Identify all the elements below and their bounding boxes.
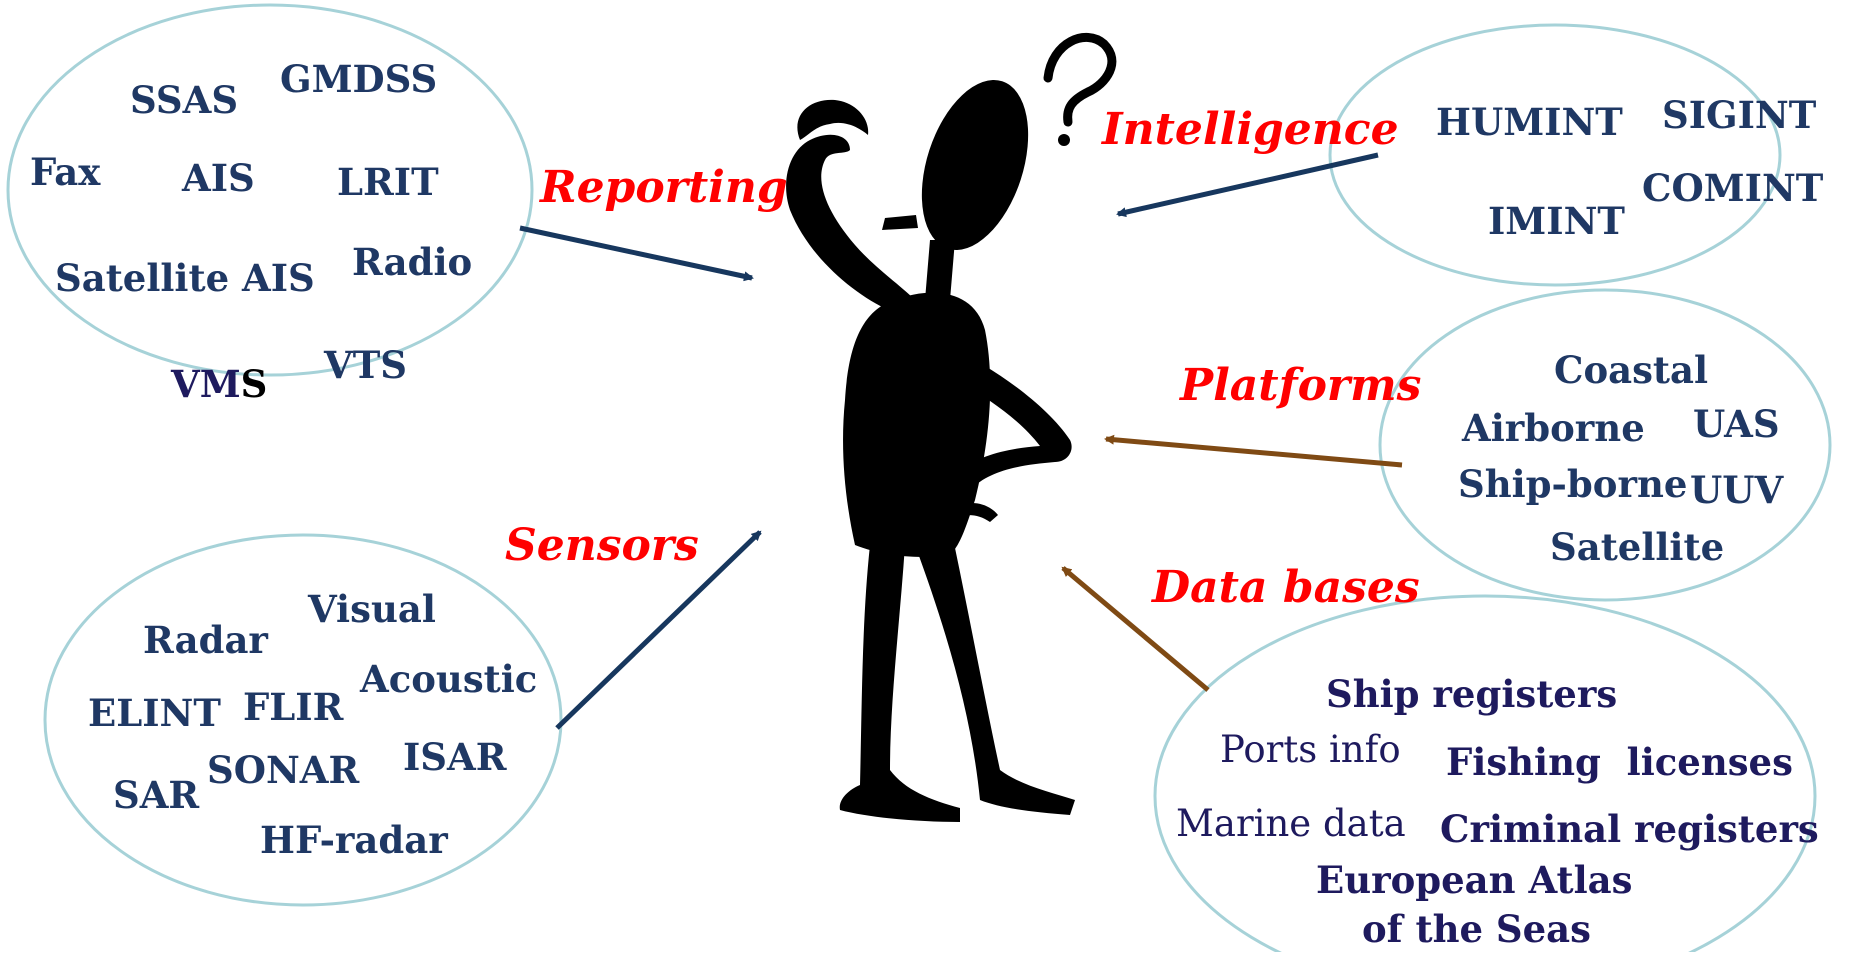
item-vms-s: S — [241, 362, 268, 406]
item-satellite: Satellite — [1550, 525, 1724, 569]
item-ship-registers: Ship registers — [1326, 672, 1617, 716]
item-uas: UAS — [1693, 402, 1780, 446]
question-mark-icon — [1043, 32, 1117, 146]
item-humint: HUMINT — [1436, 100, 1623, 144]
figure-body — [843, 292, 991, 557]
item-fax: Fax — [30, 150, 101, 194]
item-sonar: SONAR — [207, 748, 359, 792]
platforms-arrow — [1104, 434, 1403, 468]
item-shipborne: Ship-borne — [1458, 462, 1687, 506]
item-ais: AIS — [181, 156, 255, 200]
item-radar: Radar — [143, 618, 268, 662]
item-fishing-licenses: Fishing licenses — [1446, 740, 1793, 784]
item-coastal: Coastal — [1554, 348, 1708, 392]
platforms-bubble — [1378, 288, 1832, 602]
item-flir: FLIR — [243, 685, 344, 729]
item-comint: COMINT — [1642, 166, 1824, 210]
item-atlas-line2: of the Seas — [1362, 907, 1591, 951]
category-platforms: Platforms — [1178, 360, 1421, 411]
item-isar: ISAR — [403, 735, 507, 779]
item-criminal-registers: Criminal registers — [1440, 807, 1819, 851]
item-sar: SAR — [113, 773, 199, 817]
item-gmdss: GMDSS — [280, 57, 437, 101]
item-hf-radar: HF-radar — [260, 818, 448, 862]
item-uuv: UUV — [1690, 468, 1785, 512]
databases-arrow — [1061, 566, 1210, 692]
item-imint: IMINT — [1488, 199, 1625, 243]
category-intelligence: Intelligence — [1100, 104, 1399, 155]
category-reporting: Reporting — [538, 162, 788, 213]
item-elint: ELINT — [88, 691, 221, 735]
item-airborne: Airborne — [1461, 406, 1645, 450]
item-radio: Radio — [352, 240, 472, 284]
reporting-arrow — [519, 225, 754, 282]
item-vms-vm: VM — [170, 362, 241, 406]
sensors-bubble — [43, 533, 563, 907]
item-lrit: LRIT — [337, 160, 439, 204]
intelligence-bubble — [1328, 23, 1782, 287]
item-sigint: SIGINT — [1662, 93, 1817, 137]
item-acoustic: Acoustic — [359, 657, 537, 701]
category-databases: Data bases — [1150, 562, 1420, 613]
item-marine-data: Marine data — [1176, 802, 1406, 845]
item-atlas-line1: European Atlas — [1316, 858, 1632, 902]
item-ssas: SSAS — [130, 78, 238, 122]
item-vms: VMS — [170, 362, 267, 406]
item-visual: Visual — [307, 587, 436, 631]
category-sensors: Sensors — [505, 520, 699, 571]
sensors-arrow — [555, 530, 762, 730]
figure-head — [921, 80, 1029, 250]
item-ports-info: Ports info — [1220, 728, 1401, 771]
reporting-bubble — [6, 3, 534, 377]
databases-bubble — [1153, 594, 1817, 956]
thinking-figure — [786, 32, 1117, 822]
intelligence-arrow — [1116, 152, 1379, 218]
item-vts: VTS — [323, 343, 407, 387]
item-satellite-ais: Satellite AIS — [55, 256, 315, 300]
